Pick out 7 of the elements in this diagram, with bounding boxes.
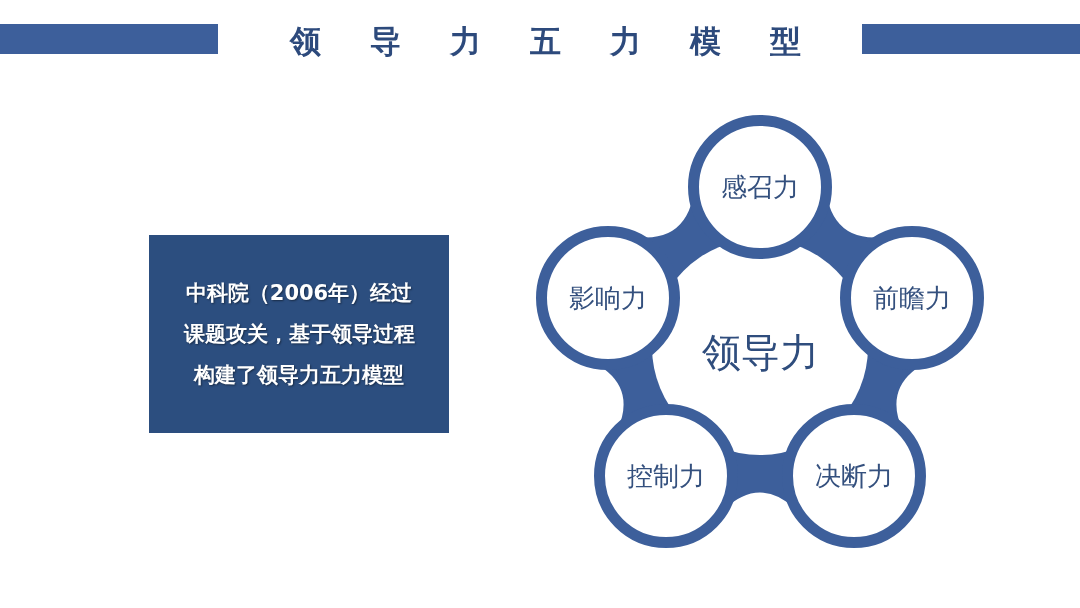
title: 领导力五力模型: [290, 22, 801, 61]
text-panel: [149, 235, 449, 433]
circle: 感召力: [688, 115, 832, 259]
paragraph: 中科院（2006年）经过课题攻关，基于领导过程构建了领导力五力模型: [182, 279, 416, 389]
circle: 影响力: [535, 225, 680, 370]
circle: 前瞻力: [840, 225, 985, 370]
center-label: 领导力: [690, 330, 830, 376]
